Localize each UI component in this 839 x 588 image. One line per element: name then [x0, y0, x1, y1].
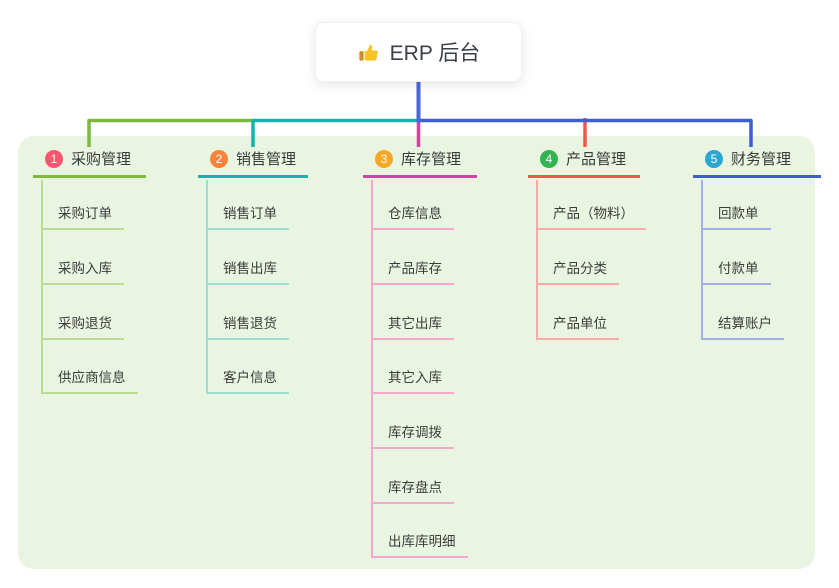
- branch-label: 采购管理: [71, 151, 132, 168]
- branch-label: 产品管理: [566, 151, 627, 168]
- child-node[interactable]: 产品分类: [536, 260, 619, 285]
- child-node[interactable]: 产品单位: [536, 315, 619, 340]
- mindmap-canvas: [18, 136, 815, 569]
- child-node[interactable]: 采购退货: [41, 315, 124, 340]
- child-node[interactable]: 其它入库: [371, 369, 454, 394]
- child-node[interactable]: 销售订单: [206, 205, 289, 230]
- thumbs-up-icon: [357, 41, 380, 64]
- root-label: ERP 后台: [389, 42, 481, 65]
- child-node[interactable]: 采购入库: [41, 260, 124, 285]
- branch-badge: 4: [540, 149, 558, 168]
- child-node[interactable]: 客户信息: [206, 369, 289, 394]
- child-node[interactable]: 仓库信息: [371, 205, 454, 230]
- child-node[interactable]: 回款单: [701, 205, 771, 230]
- branch-node-3[interactable]: 3 库存管理: [363, 148, 477, 178]
- child-node[interactable]: 产品库存: [371, 260, 454, 285]
- branch-badge: 1: [45, 149, 63, 168]
- branch-label: 库存管理: [401, 151, 462, 168]
- branch-label: 财务管理: [731, 151, 792, 168]
- child-node[interactable]: 销售出库: [206, 260, 289, 285]
- child-node[interactable]: 产品（物料）: [536, 205, 646, 230]
- child-node[interactable]: 销售退货: [206, 315, 289, 340]
- branch-node-2[interactable]: 2 销售管理: [198, 148, 308, 178]
- branch-child-line: [206, 180, 208, 394]
- branch-badge: 3: [375, 149, 393, 168]
- branch-badge: 5: [705, 149, 723, 168]
- child-node[interactable]: 库存盘点: [371, 479, 454, 504]
- child-node[interactable]: 出库库明细: [371, 533, 468, 558]
- branch-child-line: [701, 180, 703, 340]
- child-node[interactable]: 其它出库: [371, 315, 454, 340]
- branch-node-5[interactable]: 5 财务管理: [693, 148, 821, 178]
- child-node[interactable]: 付款单: [701, 260, 771, 285]
- child-node[interactable]: 库存调拨: [371, 424, 454, 449]
- root-node[interactable]: ERP 后台: [315, 22, 522, 82]
- branch-child-line: [371, 180, 373, 558]
- child-node[interactable]: 供应商信息: [41, 369, 138, 394]
- branch-child-line: [41, 180, 43, 394]
- branch-badge: 2: [210, 149, 228, 168]
- branch-child-line: [536, 180, 538, 340]
- child-node[interactable]: 采购订单: [41, 205, 124, 230]
- branch-node-4[interactable]: 4 产品管理: [528, 148, 640, 178]
- child-node[interactable]: 结算账户: [701, 315, 784, 340]
- branch-label: 销售管理: [236, 151, 297, 168]
- branch-node-1[interactable]: 1 采购管理: [33, 148, 146, 178]
